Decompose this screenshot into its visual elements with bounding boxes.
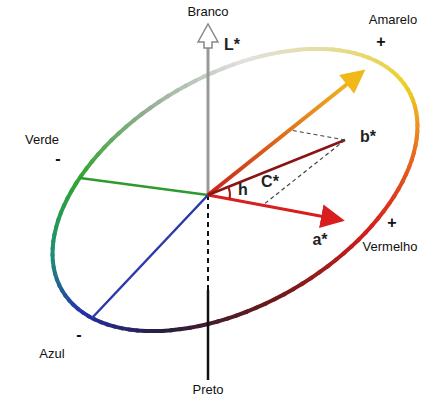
minus-sign: - xyxy=(76,326,81,344)
lightness-axis-dashed xyxy=(207,195,209,290)
lightness-arrowhead xyxy=(198,24,218,48)
b-axis-arrow xyxy=(208,77,356,195)
hue-arc xyxy=(228,187,230,199)
projection-b xyxy=(290,130,345,140)
lightness-axis-lower xyxy=(207,290,210,380)
yellow-label: Amarelo xyxy=(369,13,417,27)
green-axis xyxy=(80,178,208,195)
plus-sign: + xyxy=(387,214,396,232)
angle-label: h xyxy=(238,181,248,199)
axis-label: a* xyxy=(312,231,327,249)
minus-sign: - xyxy=(55,150,60,168)
red-label: Vermelho xyxy=(363,240,418,254)
black-label: Preto xyxy=(192,383,223,397)
axis-label: b* xyxy=(360,128,376,146)
white-label: Branco xyxy=(187,5,228,19)
projection-a xyxy=(263,140,345,205)
color-ring xyxy=(53,49,418,331)
green-label: Verde xyxy=(25,133,59,147)
lightness-axis-upper xyxy=(207,40,210,195)
plus-sign: + xyxy=(376,33,385,51)
axis-label: L* xyxy=(224,36,240,54)
axis-label: C* xyxy=(261,173,279,191)
blue-axis xyxy=(92,195,208,318)
ring-segment xyxy=(408,89,411,95)
blue-label: Azul xyxy=(39,347,64,361)
